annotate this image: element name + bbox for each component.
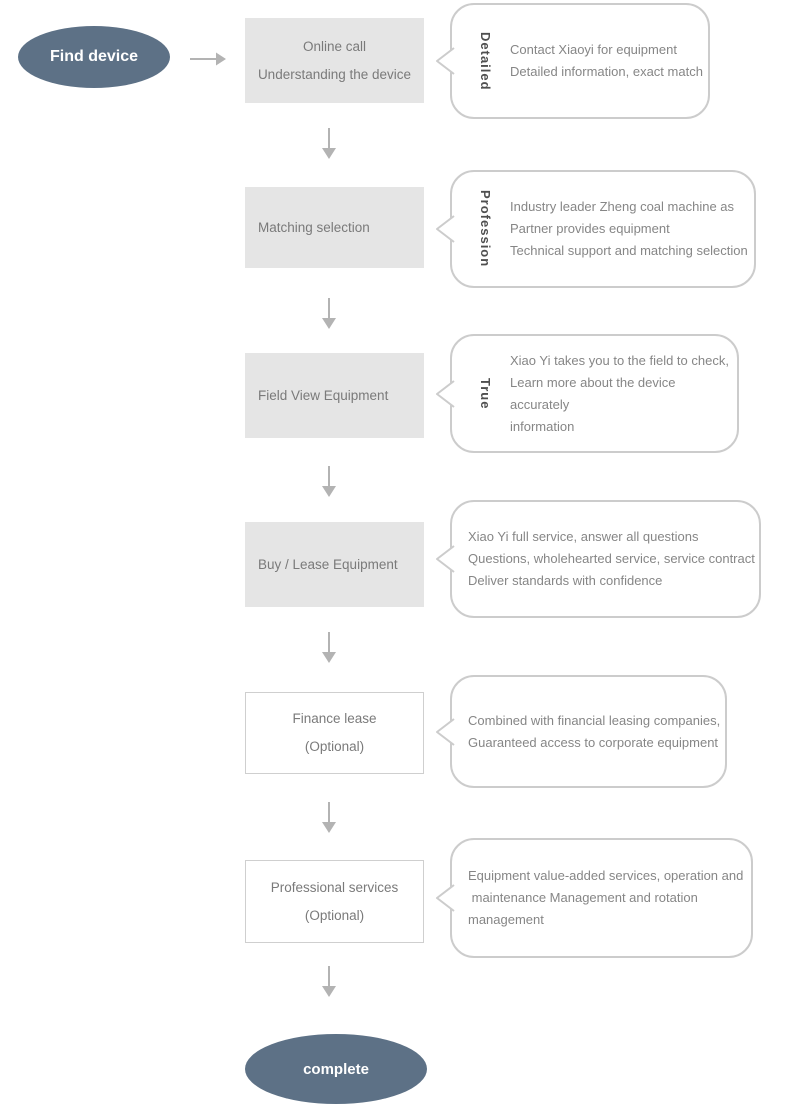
box-label-line: Online call bbox=[302, 38, 367, 54]
bubble-text-line: Detailed information, exact match bbox=[510, 64, 703, 79]
box-label-line: (Optional) bbox=[304, 739, 365, 754]
step-box-online-call: Online call Understanding the device bbox=[245, 18, 424, 103]
bubble-tail-icon bbox=[436, 215, 455, 243]
box-label-line: Professional services bbox=[270, 879, 399, 895]
step-box-professional-services: Professional services (Optional) bbox=[245, 860, 424, 943]
bubble-buy-lease-note: Xiao Yi full service, answer all questio… bbox=[436, 500, 761, 618]
arrow-down-icon bbox=[322, 966, 336, 997]
bubble-tag: True bbox=[478, 377, 493, 410]
bubble-text-line: maintenance Management and rotation bbox=[468, 890, 698, 905]
start-node: Find device bbox=[18, 26, 170, 88]
bubble-detailed: Detailed Contact Xiaoyi for equipment De… bbox=[436, 3, 710, 119]
bubble-tail-icon bbox=[436, 717, 455, 746]
box-label-line: Matching selection bbox=[258, 219, 370, 235]
bubble-tail-icon bbox=[436, 545, 455, 573]
arrow-down-icon bbox=[322, 802, 336, 833]
arrow-down-icon bbox=[322, 298, 336, 329]
bubble-professional-services-note: Equipment value-added services, operatio… bbox=[436, 838, 753, 958]
bubble-text-line: Xiao Yi full service, answer all questio… bbox=[468, 529, 699, 544]
end-node: complete bbox=[245, 1034, 427, 1104]
box-label-line: Buy / Lease Equipment bbox=[258, 556, 398, 572]
box-label-line: Field View Equipment bbox=[258, 387, 389, 403]
bubble-text-line: Learn more about the device accurately bbox=[510, 374, 680, 412]
box-label-line: Finance lease bbox=[292, 711, 377, 726]
bubble-text-line: Questions, wholehearted service, service… bbox=[468, 551, 755, 566]
bubble-tail-icon bbox=[436, 47, 455, 75]
bubble-true: True Xiao Yi takes you to the field to c… bbox=[436, 334, 739, 453]
bubble-text-line: Guaranteed access to corporate equipment bbox=[468, 734, 719, 750]
bubble-tag: Profession bbox=[478, 190, 493, 268]
arrow-down-icon bbox=[322, 128, 336, 159]
step-box-finance-lease: Finance lease (Optional) bbox=[245, 692, 424, 774]
step-box-buy-lease-equipment: Buy / Lease Equipment bbox=[245, 522, 424, 607]
arrow-down-icon bbox=[322, 632, 336, 663]
bubble-text-line: Combined with financial leasing companie… bbox=[468, 712, 721, 728]
step-box-matching-selection: Matching selection bbox=[245, 187, 424, 268]
step-box-field-view-equipment: Field View Equipment bbox=[245, 353, 424, 438]
arrow-down-icon bbox=[322, 466, 336, 497]
bubble-text-line: management bbox=[468, 912, 544, 927]
arrow-right-icon bbox=[190, 52, 226, 66]
bubble-text-line: Contact Xiaoyi for equipment bbox=[510, 42, 677, 57]
start-node-label: Find device bbox=[49, 48, 139, 65]
box-label-line: Understanding the device bbox=[257, 66, 412, 82]
bubble-text-line: Technical support and matching selection bbox=[510, 243, 748, 258]
bubble-tag: Detailed bbox=[478, 31, 493, 91]
bubble-tail-icon bbox=[436, 379, 455, 408]
bubble-text-line: Partner provides equipment bbox=[510, 221, 670, 236]
bubble-text-line: information bbox=[510, 418, 575, 434]
bubble-text-line: Industry leader Zheng coal machine as bbox=[510, 199, 735, 214]
bubble-profession: Profession Industry leader Zheng coal ma… bbox=[436, 170, 756, 288]
bubble-text-line: Xiao Yi takes you to the field to check, bbox=[510, 352, 729, 368]
bubble-text-line: Deliver standards with confidence bbox=[468, 573, 663, 588]
bubble-text-line: Equipment value-added services, operatio… bbox=[468, 868, 744, 883]
bubble-finance-lease-note: Combined with financial leasing companie… bbox=[436, 675, 727, 788]
bubble-tail-icon bbox=[436, 884, 455, 912]
box-label-line: (Optional) bbox=[304, 907, 365, 923]
end-node-label: complete bbox=[303, 1060, 369, 1078]
